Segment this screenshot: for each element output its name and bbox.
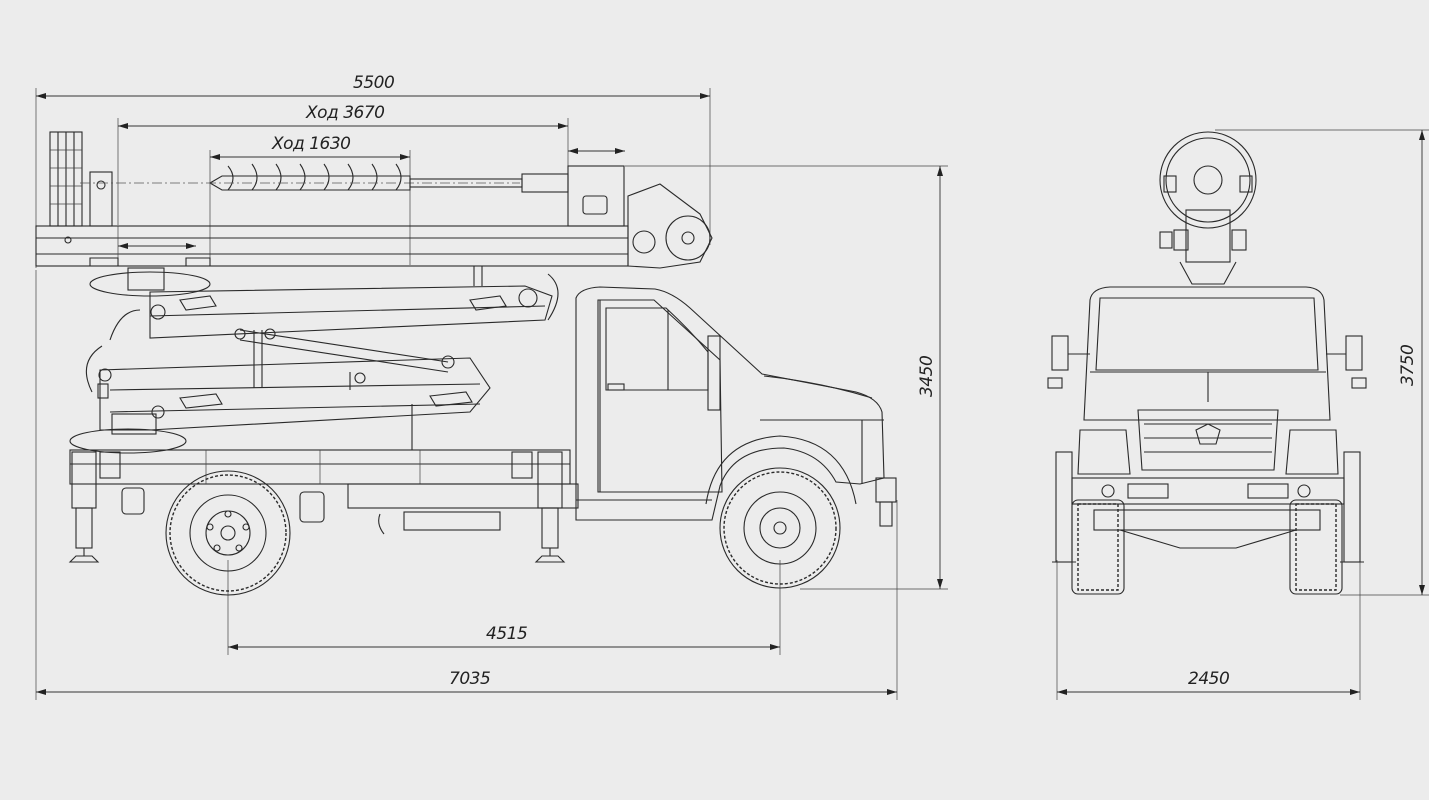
dim-stroke-outer: Ход 3670 xyxy=(305,103,384,123)
front-tires xyxy=(1071,499,1343,595)
dim-height-side: 3450 xyxy=(917,356,937,397)
turntable-lower xyxy=(69,428,187,454)
outrigger-rear xyxy=(68,451,100,563)
chassis-frame xyxy=(69,449,579,535)
telescopic-boom xyxy=(35,163,713,286)
rear-wheel xyxy=(165,470,291,596)
rotate-arrow-right xyxy=(547,273,559,321)
upper-arm xyxy=(149,285,553,373)
front-cab xyxy=(1047,286,1367,549)
outrigger-front xyxy=(534,451,566,563)
dim-wheelbase: 4515 xyxy=(486,624,527,644)
dim-width: 2450 xyxy=(1188,669,1229,689)
rotate-arrow-upper xyxy=(109,309,141,341)
front-wheel xyxy=(719,467,841,589)
front-outriggers xyxy=(1052,451,1364,563)
cab xyxy=(575,286,897,527)
dim-overall-length: 7035 xyxy=(449,669,490,689)
dim-boom-length: 5500 xyxy=(353,73,394,93)
basket xyxy=(49,131,113,227)
dim-stroke-inner: Ход 1630 xyxy=(271,134,350,154)
rotate-arrow-lower xyxy=(85,345,103,393)
dim-height-front: 3750 xyxy=(1398,345,1418,386)
dimension-lines xyxy=(35,88,1429,700)
front-view xyxy=(1047,131,1367,595)
side-view xyxy=(35,131,897,596)
front-drill-head xyxy=(1159,131,1257,285)
